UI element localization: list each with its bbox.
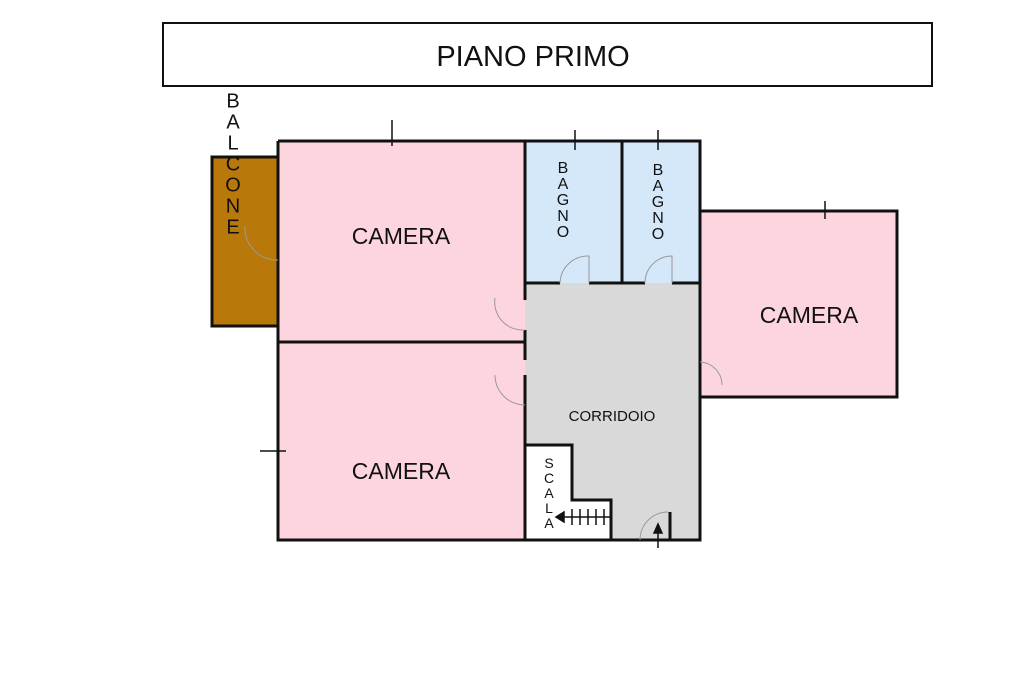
label-camera-3: CAMERA [760, 302, 859, 328]
label-balcone: BALCONE [222, 91, 244, 238]
room-balcone [210, 155, 280, 328]
label-camera-1: CAMERA [352, 223, 451, 249]
title-box [162, 22, 933, 87]
door-arcs [244, 225, 723, 541]
stairs-arrow-icon [554, 509, 610, 525]
corridor-entry-wall [668, 512, 700, 542]
plan-title: PIANO PRIMO [436, 41, 629, 73]
label-bagno-2: BAGNO [650, 162, 667, 242]
entrance-arrow-icon [652, 522, 664, 548]
room-camera-2 [278, 342, 525, 540]
room-bagno-1 [525, 141, 622, 283]
windows [260, 120, 826, 478]
walls [276, 139, 899, 542]
label-bagno-1: BAGNO [555, 160, 572, 240]
room-bagno-2 [622, 141, 700, 283]
label-camera-2: CAMERA [352, 458, 451, 484]
label-corridoio: CORRIDOIO [569, 408, 656, 425]
room-camera-3 [700, 211, 897, 397]
room-camera-1 [278, 141, 525, 342]
label-scala: SCALA [541, 455, 557, 530]
